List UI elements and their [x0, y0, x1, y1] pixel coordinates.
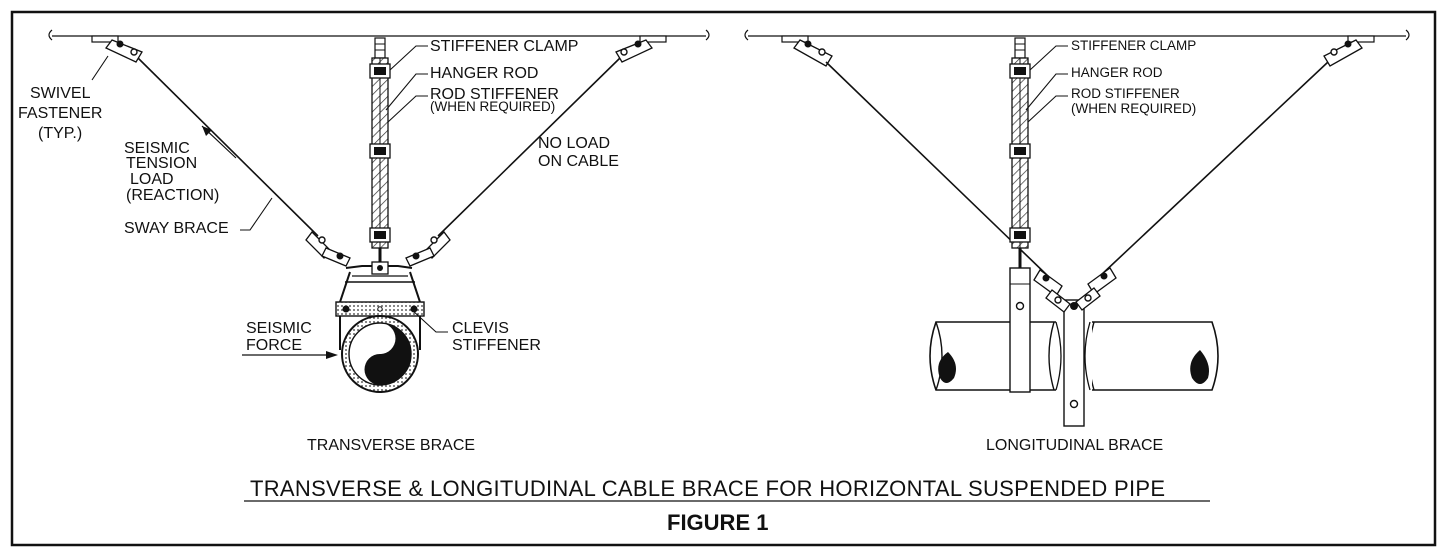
leader-sway-brace [240, 197, 273, 231]
label-sway-brace: SWAY BRACE [124, 220, 229, 237]
label-stiffener-clamp-right: STIFFENER CLAMP [1071, 38, 1196, 53]
label-seismic-tension-3: LOAD [130, 171, 174, 188]
label-hanger-rod-left: HANGER ROD [430, 65, 538, 82]
swivel-fastener-right [615, 35, 667, 63]
lower-fastener-left [305, 231, 351, 267]
longitudinal-brace-plate [1033, 267, 1117, 427]
caption-transverse-brace: TRANSVERSE BRACE [307, 437, 475, 454]
label-rod-stiffener-left: ROD STIFFENER [430, 86, 559, 103]
leader-hanger-rod-left [385, 73, 428, 111]
leader-clevis-stiffener [411, 309, 448, 333]
caption-longitudinal-brace: LONGITUDINAL BRACE [986, 437, 1163, 454]
swivel-fastener-left [91, 35, 143, 63]
label-swivel-fastener-3: (TYP.) [38, 125, 82, 142]
label-rod-stiffener-right: ROD STIFFENER [1071, 86, 1180, 101]
leader-stiffener-clamp-right [1029, 45, 1068, 71]
long-cable-right [1099, 61, 1329, 277]
leader-hanger-rod-right [1025, 73, 1068, 111]
label-no-load-2: ON CABLE [538, 153, 619, 170]
label-swivel-fastener-2: FASTENER [18, 105, 102, 122]
label-hanger-rod-right: HANGER ROD [1071, 65, 1163, 80]
leader-rod-stiffener-right [1027, 95, 1068, 123]
sway-brace-cable-left [137, 57, 319, 237]
lower-fastener-right [405, 231, 451, 267]
figure-title: TRANSVERSE & LONGITUDINAL CABLE BRACE FO… [250, 476, 1165, 501]
cable-right-no-load [437, 57, 621, 237]
outer-frame [10, 10, 1437, 547]
leader-stiffener-clamp-left [389, 45, 428, 71]
label-seismic-tension-2: TENSION [126, 155, 197, 172]
longitudinal-brace-drawing: STIFFENER CLAMP HANGER ROD ROD STIFFENER… [744, 29, 1410, 454]
figure-label: FIGURE 1 [667, 510, 768, 535]
label-when-required-right: (WHEN REQUIRED) [1071, 101, 1196, 116]
label-swivel-fastener-1: SWIVEL [30, 85, 91, 102]
label-no-load-1: NO LOAD [538, 135, 610, 152]
pipe-cross-section [339, 315, 421, 393]
transverse-brace-drawing: SWIVEL FASTENER (TYP.) SEISMIC TENSION L… [18, 29, 710, 454]
label-seismic-tension-4: (REACTION) [126, 187, 219, 204]
clevis-stiffener-bar [335, 301, 425, 317]
stiffener-clamps-long [1009, 63, 1031, 243]
label-stiffener-clamp-left: STIFFENER CLAMP [430, 38, 578, 55]
leader-rod-stiffener-left [387, 95, 428, 123]
stiffener-clamps-left [369, 63, 391, 243]
label-seismic-tension-1: SEISMIC [124, 140, 190, 157]
leader-swivel-fastener [91, 55, 109, 81]
label-clevis-stiffener-1: CLEVIS [452, 320, 509, 337]
label-clevis-stiffener-2: STIFFENER [452, 337, 541, 354]
label-when-required-left: (WHEN REQUIRED) [430, 99, 555, 114]
pipe-hanger-strap [1009, 267, 1031, 393]
label-seismic-force-1: SEISMIC [246, 320, 312, 337]
swivel-fastener-long-left [781, 35, 833, 67]
swivel-fastener-long-right [1323, 35, 1375, 67]
label-seismic-force-2: FORCE [246, 337, 302, 354]
